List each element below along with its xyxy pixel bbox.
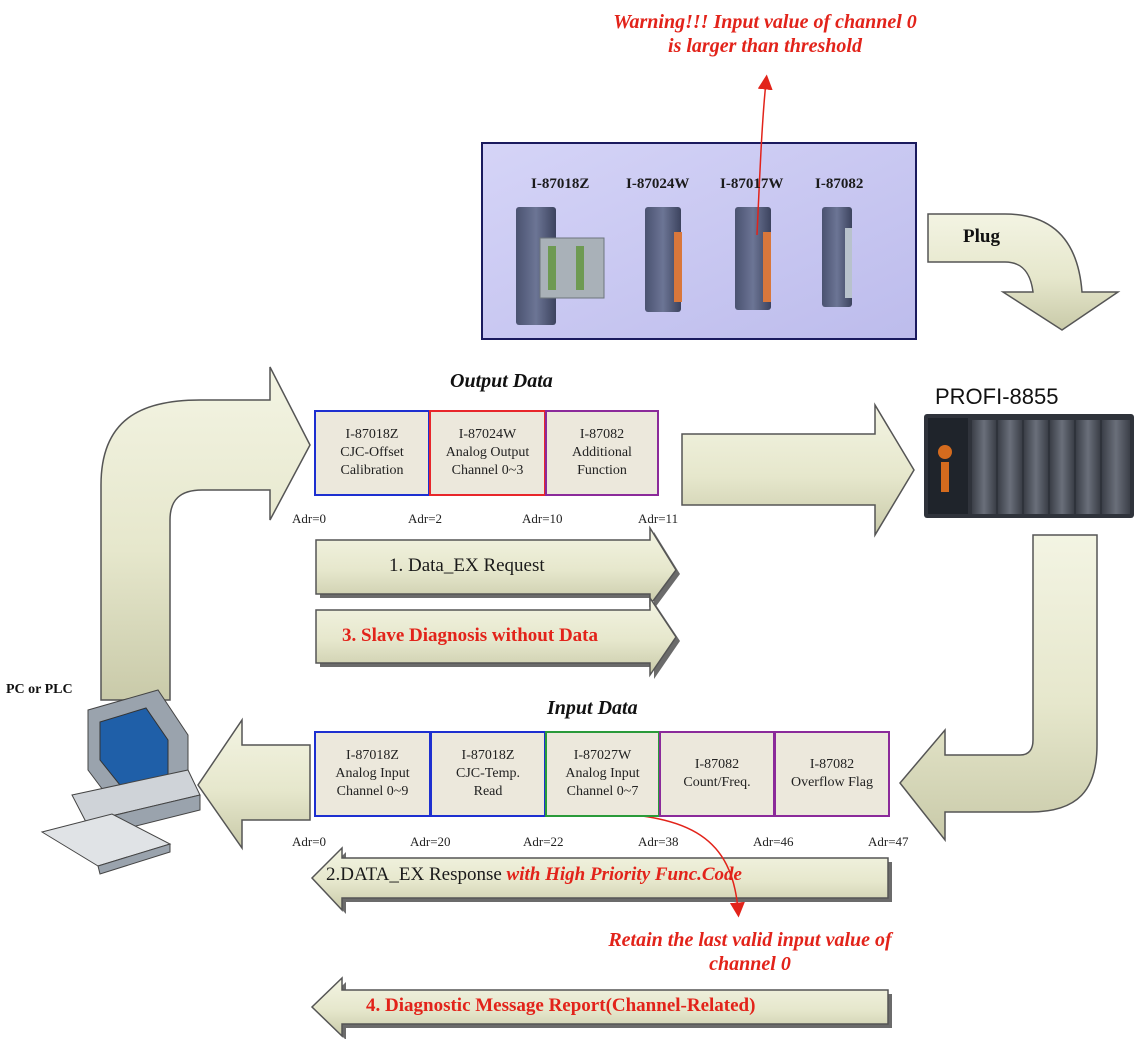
input-adr-4: Adr=46	[753, 834, 794, 849]
output-cell-i87024w: I-87024W Analog Output Channel 0~3	[429, 410, 546, 496]
warning-arrow	[756, 74, 773, 236]
warning-line1: Warning!!! Input value of channel 0	[613, 11, 917, 33]
step3-bar-shape	[315, 595, 680, 679]
input-adr-2: Adr=22	[523, 834, 564, 849]
step2-bar-shape	[310, 846, 892, 914]
retain-note: Retain the last valid input value of cha…	[545, 928, 955, 976]
input-adr-1: Adr=20	[410, 834, 451, 849]
output-cell-1-line3: Calibration	[340, 463, 404, 478]
input-cell-3-line2: Analog Input	[565, 766, 640, 781]
pc-to-output-arrow	[100, 366, 311, 701]
input-cell-1-line2: Analog Input	[335, 766, 410, 781]
module-label-2: I-87024W	[626, 176, 690, 192]
step3-label: 3. Slave Diagnosis without Data	[342, 625, 598, 646]
input-cell-2-name: I-87018Z	[461, 748, 515, 763]
output-adr-1: Adr=2	[408, 511, 443, 526]
output-cell-3-line3: Function	[577, 463, 627, 478]
output-adr-3: Adr=11	[638, 511, 679, 526]
device-to-input-arrow	[899, 534, 1098, 843]
input-cell-2-line3: Read	[473, 784, 503, 799]
module-label-4: I-87082	[815, 176, 864, 192]
module-label-3: I-87017W	[720, 176, 784, 192]
module-i87017w-illustration	[735, 207, 771, 310]
step2-label-red: with High Priority Func.Code	[506, 864, 742, 885]
output-data-title: Output Data	[450, 370, 553, 392]
input-cell-3-name: I-87027W	[573, 748, 632, 763]
input-cell-i87027w: I-87027W Analog Input Channel 0~7	[545, 731, 660, 817]
input-cell-i87018z-cjc: I-87018Z CJC-Temp. Read	[430, 731, 546, 817]
input-adr-5: Adr=47	[868, 834, 909, 849]
module-label-1: I-87018Z	[531, 176, 590, 192]
input-adr-0: Adr=0	[292, 834, 327, 849]
device-label: PROFI-8855	[935, 384, 1059, 409]
warning-line2: is larger than threshold	[668, 35, 862, 57]
step2-label-plain: 2.DATA_EX Response	[326, 864, 507, 885]
output-adr-2: Adr=10	[522, 511, 563, 526]
input-cell-4-name: I-87082	[694, 757, 740, 772]
step2-label: 2.DATA_EX Response with High Priority Fu…	[326, 864, 742, 886]
input-cell-i87082-overflow: I-87082 Overflow Flag	[774, 731, 890, 817]
input-cell-1-line3: Channel 0~9	[336, 784, 409, 799]
output-cell-2-line3: Channel 0~3	[451, 463, 524, 478]
profi-8855-device-illustration	[924, 414, 1134, 518]
output-cell-i87082: I-87082 Additional Function	[545, 410, 659, 496]
output-cell-2-name: I-87024W	[458, 427, 517, 442]
input-data-title: Input Data	[547, 697, 638, 719]
input-cell-1-name: I-87018Z	[346, 748, 399, 763]
step4-label: 4. Diagnostic Message Report(Channel-Rel…	[366, 995, 756, 1016]
input-cell-2-line2: CJC-Temp.	[456, 766, 520, 781]
pc-illustration	[40, 689, 201, 875]
output-cell-3-line2: Additional	[572, 445, 632, 460]
input-cell-i87082-count: I-87082 Count/Freq.	[659, 731, 775, 817]
output-cell-3-name: I-87082	[579, 427, 625, 442]
input-to-pc-arrow	[197, 717, 311, 851]
retain-line2: channel 0	[709, 953, 791, 975]
output-adr-0: Adr=0	[292, 511, 327, 526]
pc-label: PC or PLC	[6, 682, 73, 697]
input-cell-4-line2: Count/Freq.	[683, 775, 751, 790]
input-cell-5-name: I-87082	[809, 757, 855, 772]
input-cell-5-line2: Overflow Flag	[790, 775, 874, 790]
output-cell-1-name: I-87018Z	[345, 427, 399, 442]
input-adr-3: Adr=38	[638, 834, 679, 849]
plug-arrow	[927, 213, 1121, 331]
output-cell-i87018z: I-87018Z CJC-Offset Calibration	[314, 410, 430, 496]
output-cell-1-line2: CJC-Offset	[340, 445, 404, 460]
step1-bar-shape	[315, 525, 680, 609]
warning-text: Warning!!! Input value of channel 0 is l…	[560, 10, 970, 58]
plug-label: Plug	[963, 226, 1000, 247]
module-i87018z-illustration	[516, 207, 605, 325]
retain-line1: Retain the last valid input value of	[608, 929, 892, 951]
output-cell-2-line2: Analog Output	[445, 445, 530, 460]
input-cell-3-line3: Channel 0~7	[566, 784, 639, 799]
module-i87024w-illustration	[645, 207, 682, 312]
step4-bar-shape	[310, 976, 892, 1039]
output-to-device-arrow	[681, 402, 915, 538]
module-i87082-illustration	[822, 207, 852, 307]
step1-label: 1. Data_EX Request	[389, 555, 545, 576]
input-cell-i87018z-ai: I-87018Z Analog Input Channel 0~9	[314, 731, 431, 817]
